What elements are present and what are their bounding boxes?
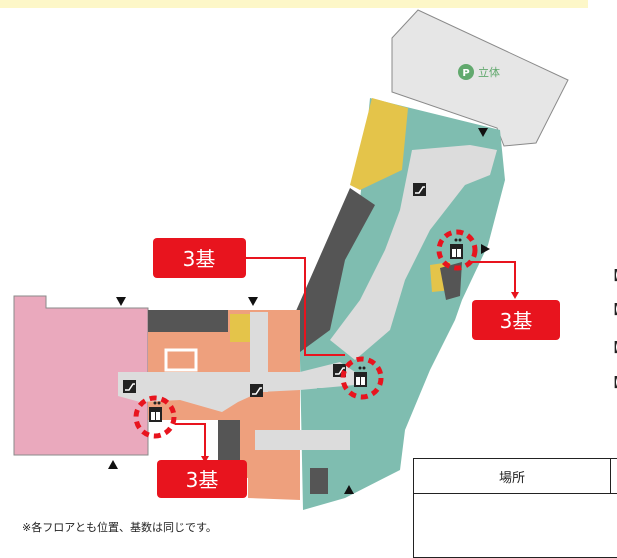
dark-lower-a [218,420,240,460]
svg-text:P: P [462,68,469,79]
entrance-marker-icon [248,297,258,306]
entrance-marker-icon [116,297,126,306]
footnote: ※各フロアとも位置、基数は同じです。 [22,521,217,534]
callout-leader-line [175,423,206,460]
dark-top-strip [148,310,228,332]
entrance-marker-icon [344,485,354,494]
table-header-row: 場所 [414,459,617,494]
walkway-bottom [255,430,350,450]
entrance-marker-icon [108,460,118,469]
dark-block-right [440,262,462,300]
dark-lower-b [310,468,328,494]
side-bracket: 【 [606,342,617,355]
walkway-upper [330,145,497,360]
yellow-shop-upper [350,98,408,190]
callout-text: 3基 [500,309,533,333]
elevator-highlight-circle [436,229,478,271]
parking-building [391,9,569,147]
escalator-icon [250,384,263,397]
parking-icon [458,64,474,80]
entrance-marker-icon [481,244,490,254]
walkway-lower [118,362,355,412]
parking-label: 立体 [478,65,500,79]
side-bracket: 【 [606,270,617,283]
walkway-vertical [250,312,268,392]
entrance-marker-icon [478,128,488,137]
dark-block [292,188,375,352]
callout-text: 3基 [186,468,219,492]
escalator-icon [413,183,426,196]
table-header-location: 場所 [414,459,611,493]
escalator-icon [123,380,136,393]
teal-small-lower [317,388,345,428]
side-bracket: 【 [606,377,617,390]
yellow-shop-lower [230,314,250,342]
elevator-icon [149,401,162,422]
pink-building [13,295,149,456]
callout-box-bottom [157,460,247,498]
callout-text: 3基 [183,247,216,271]
callout-box-upper-left [153,238,246,278]
room-outline [164,348,198,372]
elevator-icon [354,366,367,387]
teal-wing [298,98,505,510]
top-banner [0,0,588,8]
elevator-highlight-circle [133,395,177,439]
elevator-highlight-circle [340,356,384,400]
side-bracket: 【 [606,304,617,317]
callout-box-right [472,300,560,340]
location-table: 場所 [413,458,617,558]
callout-leader-line [470,261,516,296]
elevator-icon [450,238,463,259]
callout-leader-line [246,257,345,356]
